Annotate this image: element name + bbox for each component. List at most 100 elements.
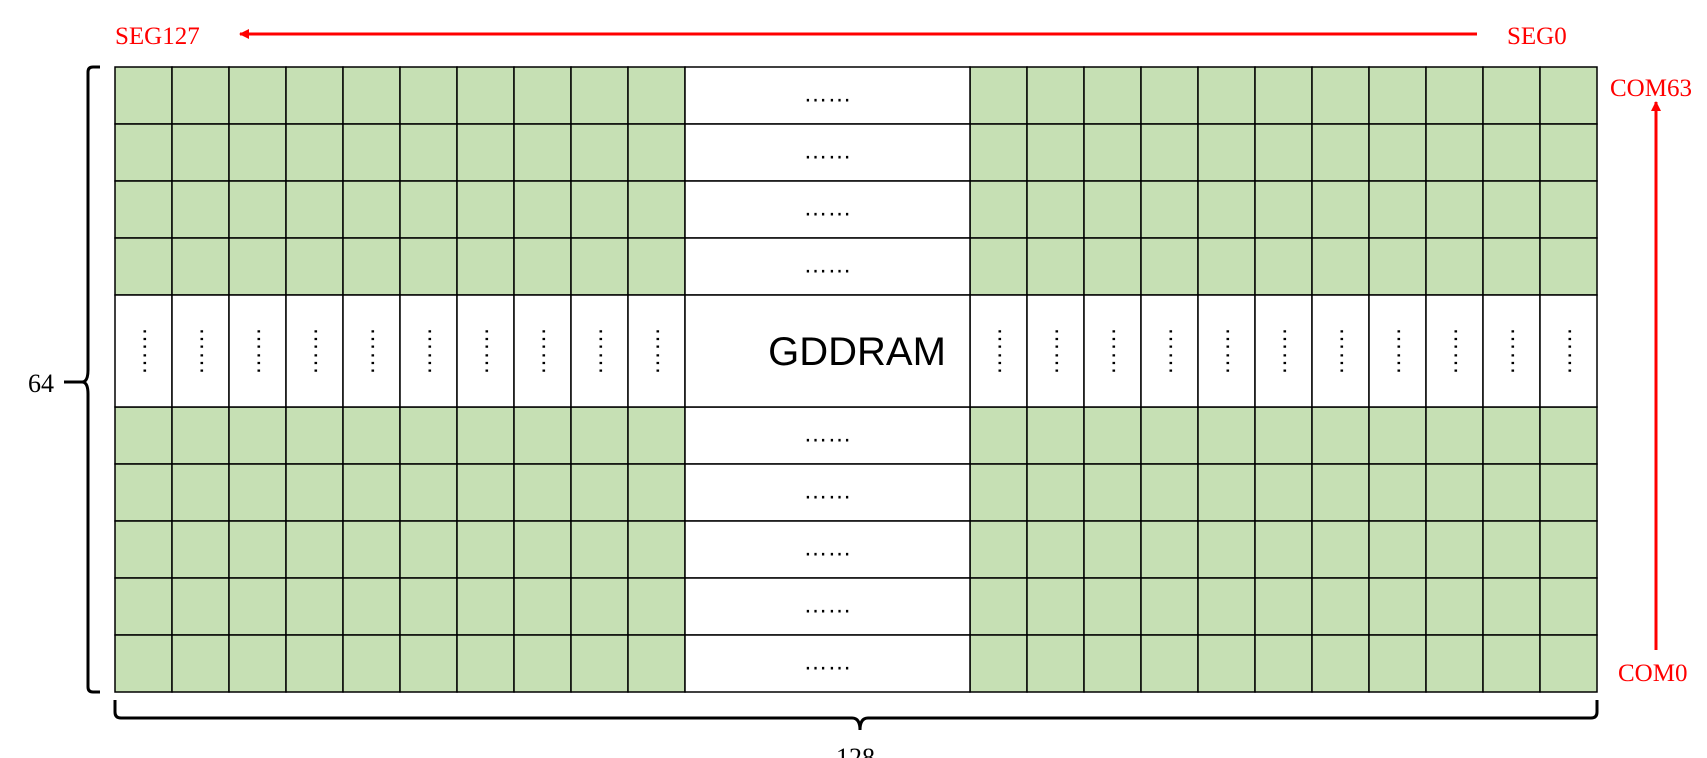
column-ellipsis-cell — [342, 294, 401, 408]
memory-cell — [1026, 180, 1085, 239]
memory-cell — [1254, 406, 1313, 465]
memory-cell — [1026, 577, 1085, 636]
column-ellipsis-cell — [114, 294, 173, 408]
memory-cell — [285, 520, 344, 579]
column-ellipsis-cell — [1140, 294, 1199, 408]
row-ellipsis-cell — [684, 577, 971, 636]
memory-cell — [627, 237, 686, 296]
memory-cell — [1083, 577, 1142, 636]
memory-cell — [1311, 634, 1370, 693]
seg127-label: SEG127 — [115, 23, 200, 50]
memory-cell — [285, 237, 344, 296]
memory-cell — [627, 463, 686, 522]
memory-cell — [1425, 123, 1484, 182]
rows-brace — [81, 65, 100, 694]
memory-cell — [969, 520, 1028, 579]
memory-cell — [228, 463, 287, 522]
memory-cell — [627, 406, 686, 465]
memory-cell — [1539, 66, 1598, 125]
memory-cell — [114, 577, 173, 636]
memory-cell — [1368, 237, 1427, 296]
memory-cell — [1197, 66, 1256, 125]
memory-cell — [1083, 406, 1142, 465]
column-ellipsis: …… — [594, 327, 621, 375]
memory-cell — [570, 634, 629, 693]
memory-cell — [228, 180, 287, 239]
memory-cell — [1026, 520, 1085, 579]
memory-cell — [1425, 237, 1484, 296]
memory-cell — [1254, 577, 1313, 636]
memory-cell — [114, 237, 173, 296]
memory-cell — [1539, 180, 1598, 239]
memory-cell — [1311, 180, 1370, 239]
memory-cell — [285, 634, 344, 693]
column-ellipsis: …… — [1563, 327, 1590, 375]
column-ellipsis-cell — [285, 294, 344, 408]
memory-cell — [342, 406, 401, 465]
row-ellipsis: …… — [804, 138, 852, 165]
memory-cell — [1254, 520, 1313, 579]
column-ellipsis-cell — [627, 294, 686, 408]
memory-cell — [171, 180, 230, 239]
memory-cell — [513, 577, 572, 636]
memory-cell — [228, 237, 287, 296]
memory-cell — [114, 180, 173, 239]
memory-cell — [114, 463, 173, 522]
memory-cell — [570, 520, 629, 579]
memory-cell — [1026, 123, 1085, 182]
memory-cell — [285, 180, 344, 239]
memory-cell — [342, 66, 401, 125]
memory-cell — [1482, 237, 1541, 296]
memory-cell — [399, 520, 458, 579]
row-ellipsis-cell — [684, 634, 971, 693]
memory-cell — [1425, 463, 1484, 522]
memory-cell — [171, 520, 230, 579]
memory-cell — [570, 406, 629, 465]
memory-cell — [1311, 577, 1370, 636]
memory-cell — [513, 463, 572, 522]
memory-cell — [1482, 406, 1541, 465]
memory-cell — [285, 406, 344, 465]
memory-cell — [285, 66, 344, 125]
memory-cell — [1254, 180, 1313, 239]
memory-cell — [1140, 180, 1199, 239]
memory-cell — [1083, 634, 1142, 693]
memory-cell — [228, 123, 287, 182]
row-ellipsis: …… — [804, 195, 852, 222]
gddram-center-cell — [684, 294, 971, 408]
memory-cell — [114, 66, 173, 125]
memory-cell — [1254, 66, 1313, 125]
memory-cell — [1140, 406, 1199, 465]
memory-cell — [456, 577, 515, 636]
memory-cell — [1083, 237, 1142, 296]
memory-cell — [1197, 237, 1256, 296]
memory-cell — [627, 123, 686, 182]
memory-cell — [228, 406, 287, 465]
memory-cell — [342, 634, 401, 693]
memory-cell — [1425, 520, 1484, 579]
gddram-label: GDDRAM — [768, 330, 946, 374]
memory-cell — [1083, 520, 1142, 579]
memory-cell — [171, 577, 230, 636]
memory-cell — [627, 180, 686, 239]
memory-cell — [171, 66, 230, 125]
memory-cell — [1368, 463, 1427, 522]
memory-cell — [1197, 634, 1256, 693]
memory-cell — [1368, 406, 1427, 465]
memory-cell — [969, 180, 1028, 239]
memory-cell — [1539, 463, 1598, 522]
memory-cell — [1311, 406, 1370, 465]
memory-cell — [342, 123, 401, 182]
memory-cell — [1482, 66, 1541, 125]
column-ellipsis: …… — [252, 327, 279, 375]
memory-cell — [1482, 520, 1541, 579]
row-ellipsis: …… — [804, 252, 852, 279]
memory-cell — [342, 577, 401, 636]
memory-cell — [228, 577, 287, 636]
memory-cell — [1197, 123, 1256, 182]
column-ellipsis-cell — [1197, 294, 1256, 408]
memory-cell — [342, 520, 401, 579]
memory-cell — [1026, 66, 1085, 125]
column-ellipsis: …… — [1335, 327, 1362, 375]
memory-cell — [1368, 66, 1427, 125]
